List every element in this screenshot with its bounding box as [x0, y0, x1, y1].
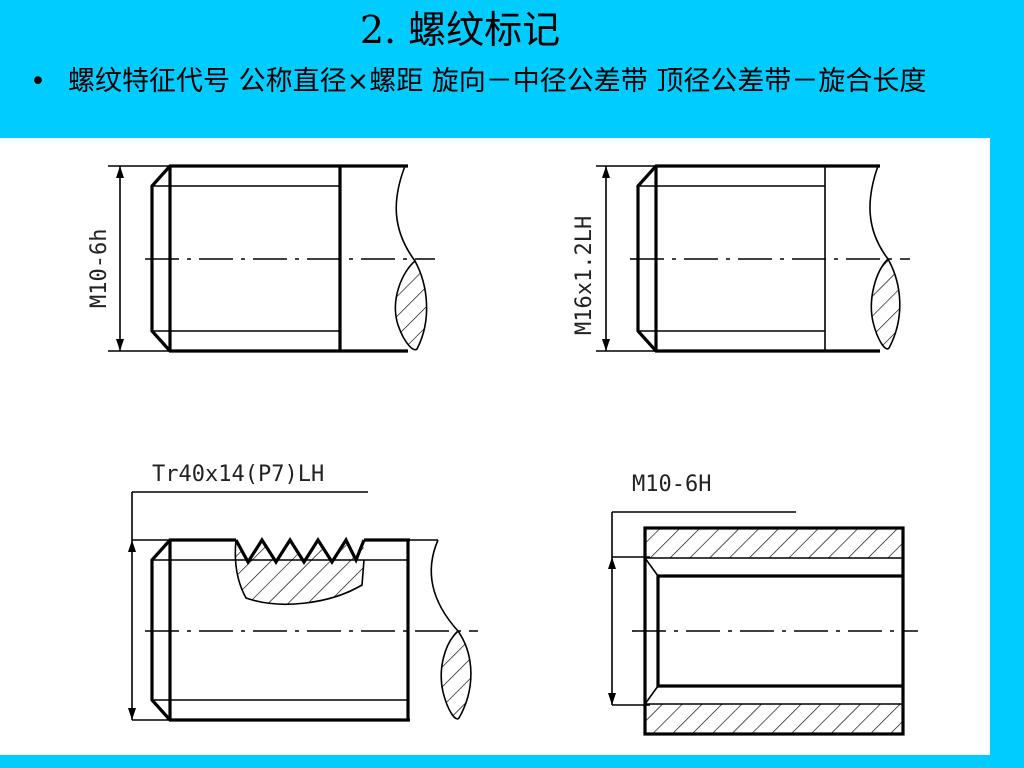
arrow-head — [608, 693, 616, 705]
arrow-head — [116, 166, 124, 178]
figure-external-thread-m16: M16x1.2LH — [572, 164, 910, 353]
bullet-text: 螺纹特征代号 公称直径×螺距 旋向－中径公差带 顶径公差带－旋合长度 — [68, 66, 927, 97]
figure-trapezoidal-thread: Tr40x14(P7)LH — [128, 462, 478, 722]
break-line — [395, 165, 416, 262]
slide-title: 2. 螺纹标记 — [359, 8, 561, 52]
break-line — [869, 165, 889, 260]
chamfer-line — [644, 557, 659, 577]
chamfer-line — [644, 685, 659, 705]
bullet-dot: • — [30, 66, 46, 97]
arrow-head — [608, 557, 616, 569]
thread-profile — [234, 536, 366, 566]
arrow-head — [602, 166, 610, 178]
arrow-head — [128, 540, 136, 552]
section-hatch — [441, 631, 471, 719]
figure-internal-thread: M10-6H — [608, 472, 918, 736]
screw-outline — [150, 538, 410, 722]
arrow-head — [128, 708, 136, 720]
break-line — [430, 539, 459, 632]
section-hatch — [871, 259, 900, 349]
wall-section-bottom — [645, 704, 903, 734]
section-boundary — [234, 539, 365, 605]
thread-label-tr40x14: Tr40x14(P7)LH — [152, 462, 324, 487]
figure-external-thread-m10: M10-6h — [87, 164, 435, 353]
arrow-head — [116, 339, 124, 351]
arrow-head — [602, 339, 610, 351]
thread-label-m10-6h: M10-6h — [87, 229, 112, 308]
thread-label-m10-6h-internal: M10-6H — [632, 472, 711, 497]
wall-section-top — [645, 528, 903, 558]
thread-label-m16x1-2lh: M16x1.2LH — [572, 216, 597, 335]
